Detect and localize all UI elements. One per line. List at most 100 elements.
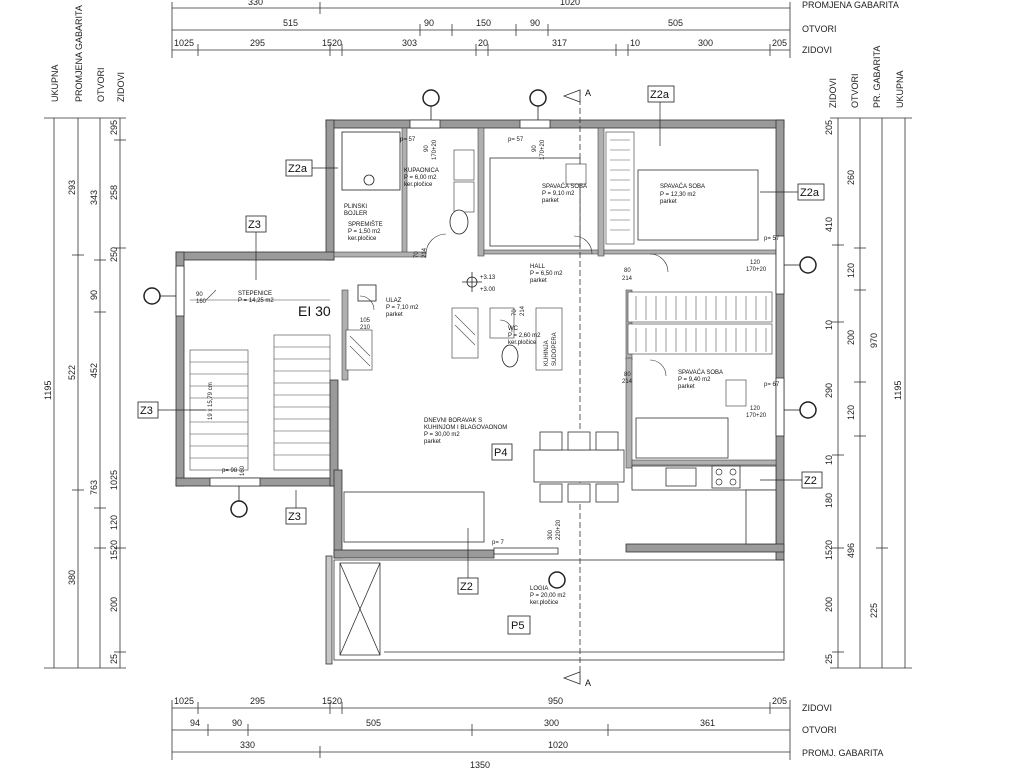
right-zidovi-6: 1520 [824, 540, 834, 560]
zone-tag: Z2a [650, 89, 670, 101]
right-zidovi-8: 25 [824, 654, 834, 664]
zone-tag-boxes [137, 85, 825, 635]
left-header-gabarita: PROMJENA GABARITA [74, 5, 84, 102]
dim-top-r1-3: 90 [530, 18, 540, 28]
room-labels: KUPAONICA P = 6,00 m2 ker.pločice SPAVAĆ… [238, 168, 723, 606]
dim-bot-r0-label: ZIDOVI [802, 703, 832, 713]
dim-top-r0-0: 330 [248, 0, 263, 7]
marker-circle [799, 256, 817, 274]
opening-label: 120 [750, 406, 761, 412]
dim-top-r1-4: 505 [668, 18, 683, 28]
kitchen-counter-side [745, 489, 777, 545]
room-stepenice-area: P = 14,25 m2 [238, 298, 274, 304]
left-zidovi-5: 25 [109, 654, 119, 664]
left-dimension-lines [44, 117, 126, 669]
room-wc-floor: ker.pločice [508, 340, 537, 346]
right-zidovi-5: 180 [824, 493, 834, 508]
room-logia-name: LOGIA [530, 586, 548, 592]
dim-top-r2-6: 10 [630, 38, 640, 48]
dim-top-r2-8: 205 [772, 38, 787, 48]
dim-bot-r0-0: 1025 [174, 696, 194, 706]
section-mark-bottom: A [585, 678, 591, 688]
marker-circle [529, 89, 547, 107]
dim-bot-r0-2: 1520 [322, 696, 342, 706]
right-otvori-0: 260 [846, 170, 856, 185]
room-ulaz-floor: parket [386, 312, 403, 318]
cooktop-burners [715, 468, 737, 486]
level-bottom: +3.00 [480, 287, 496, 293]
opening-label: 120 [750, 260, 761, 266]
room-spavaca2-area: P = 12,30 m2 [660, 192, 696, 198]
left-otvori-5: 200 [109, 597, 119, 612]
left-zidovi-0: 295 [109, 120, 119, 135]
dim-top-r2-5: 317 [552, 38, 567, 48]
wardrobe-hatching [349, 139, 767, 367]
zone-tag: P5 [511, 620, 524, 632]
opening-label: 170+20 [746, 267, 767, 273]
dining-table [533, 449, 625, 483]
opening-label: p= 57 [400, 137, 416, 143]
dim-bot-r0-3: 950 [548, 696, 563, 706]
right-zidovi-7: 200 [824, 597, 834, 612]
right-zidovi-4: 10 [824, 455, 834, 465]
zone-tag: Z2a [800, 187, 820, 199]
room-spavaca1-floor: parket [542, 198, 559, 204]
right-zidovi-0: 205 [824, 120, 834, 135]
living-furniture [343, 431, 777, 545]
room-kupaonica-floor: ker.pločice [404, 182, 433, 188]
dim-bot-r0-4: 205 [772, 696, 787, 706]
zone-tag: Z3 [288, 511, 301, 523]
dim-bot-r2-label: PROMJ. GABARITA [802, 748, 883, 758]
beds [489, 157, 759, 459]
dim-top-r2-label: ZIDOVI [802, 45, 832, 55]
left-header-ukupna: UKUPNA [50, 64, 60, 102]
section-arrows [562, 89, 581, 685]
opening-label: 214 [622, 379, 633, 385]
left-gabarita-2: 380 [67, 570, 77, 585]
room-spremiste-name: SPREMIŠTE [348, 221, 383, 228]
room-dnevni-name: DNEVNI BORAVAK S [424, 418, 482, 424]
marker-circle [799, 401, 817, 419]
opening-label: 80 [624, 372, 631, 378]
left-header-otvori: OTVORI [96, 67, 106, 102]
fire-rating-tag: EI 30 [298, 303, 331, 319]
room-hall-area: P = 6,50 m2 [530, 271, 563, 277]
zone-tag: Z3 [248, 219, 261, 231]
entry-cabinet [357, 284, 377, 302]
dim-bot-r1-label: OTVORI [802, 725, 837, 735]
dim-bot-r1-2: 505 [366, 718, 381, 728]
right-ukupna-0: 1195 [893, 381, 903, 400]
dim-top-r0-label: PROMJENA GABARITA [802, 0, 899, 10]
chair [539, 431, 563, 451]
dim-top-r2-0: 1025 [174, 38, 194, 48]
kitchen-sink [665, 467, 697, 487]
dim-top-r2-1: 295 [250, 38, 265, 48]
opening-label: p= 57 [508, 137, 524, 143]
dim-bot-r0-1: 295 [250, 696, 265, 706]
room-kupaonica-name: KUPAONICA [404, 168, 439, 174]
sofa [343, 491, 485, 543]
dim-bot-r1-1: 90 [232, 718, 242, 728]
right-zidovi-1: 410 [824, 217, 834, 232]
opening-label: 90 [532, 145, 538, 152]
opening-label: p= 7 [492, 540, 505, 546]
dim-top-r1-label: OTVORI [802, 24, 837, 34]
opening-label: p= 98 [222, 468, 238, 474]
room-plinski-sub: BOJLER [344, 211, 368, 217]
single-bed [635, 417, 729, 459]
opening-label: 300 [548, 529, 554, 540]
opening-label: p= 57 [764, 236, 780, 242]
chair [595, 483, 619, 503]
left-zidovi-1: 258 [109, 185, 119, 200]
marker-leaders [160, 106, 800, 501]
double-bed [637, 169, 759, 241]
dim-top-r2-2: 1520 [322, 38, 342, 48]
chair [567, 483, 591, 503]
level-marker [462, 272, 482, 292]
dim-bot-r2-1: 1020 [548, 740, 568, 750]
wardrobes [345, 131, 773, 371]
opening-label: 160 [196, 299, 207, 305]
opening-label: 170+20 [540, 139, 546, 160]
wc-toilet [501, 344, 519, 368]
